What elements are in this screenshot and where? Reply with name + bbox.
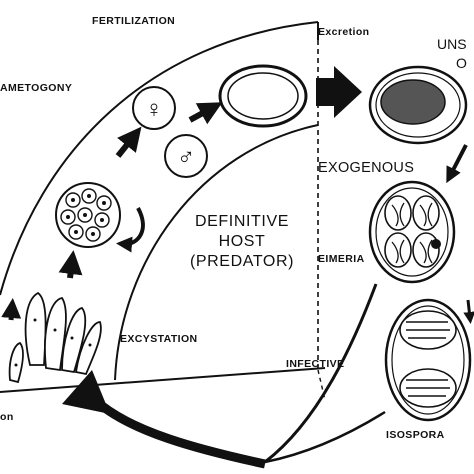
merozoite-dots	[14, 318, 92, 367]
infective-line-eimeria	[264, 283, 378, 464]
eimeria-sporozoites	[391, 202, 433, 264]
eimeria-oocyst	[368, 180, 456, 284]
isospora-sporozoites	[406, 321, 450, 397]
eimeria-residual-dot	[431, 239, 441, 249]
infective-arrow-head	[62, 370, 110, 414]
excretion-arrow	[316, 66, 362, 118]
label-fertilization: FERTILIZATION	[92, 15, 175, 27]
arrow-to-zygote	[188, 102, 223, 125]
label-left-edge: on	[0, 411, 14, 423]
arrow-to-eimeria	[446, 144, 468, 184]
infective-line-isospora	[264, 410, 386, 464]
female-gamete-circle	[132, 86, 176, 130]
arrow-up-cluster	[58, 250, 83, 279]
arrow-up-left	[1, 298, 22, 321]
label-gametogony: AMETOGONY	[0, 82, 72, 94]
male-gamete-circle	[164, 134, 208, 178]
zygote-oocyst	[218, 64, 308, 128]
gametocyte-nuclei	[66, 194, 106, 236]
label-unsporulated-1: UNS	[437, 36, 467, 52]
zygote-inner	[227, 72, 299, 120]
arrow-to-isospora	[463, 299, 474, 324]
unsporulated-wall	[375, 72, 461, 138]
male-symbol: ♂	[177, 144, 195, 171]
unsporulated-content	[380, 79, 446, 125]
eimeria-wall	[375, 187, 449, 277]
infective-return-arrow	[91, 396, 266, 469]
label-host-2: HOST	[219, 233, 266, 250]
host-bottom-line	[0, 367, 326, 393]
arrow-to-female	[115, 126, 142, 158]
label-host-3: (PREDATOR)	[190, 253, 294, 270]
eimeria-sporocysts	[384, 195, 440, 268]
label-exogenous: EXOGENOUS	[318, 160, 414, 176]
label-unsporulated-2: O	[456, 55, 467, 71]
female-symbol: ♀	[145, 96, 163, 123]
isospora-wall	[391, 305, 465, 415]
label-host-1: DEFINITIVE	[195, 213, 289, 230]
label-excretion: Excretion	[318, 26, 369, 38]
outer-boundary-arc	[0, 21, 319, 296]
host-inner-arc	[114, 124, 319, 381]
curved-arrow-cluster	[116, 207, 145, 253]
label-infective: INFECTIVE	[286, 358, 344, 370]
merozoite-cells	[8, 291, 102, 384]
label-isospora: ISOSPORA	[386, 429, 445, 441]
label-excystation: EXCYSTATION	[120, 333, 198, 345]
label-eimeria: EIMERIA	[318, 253, 365, 265]
